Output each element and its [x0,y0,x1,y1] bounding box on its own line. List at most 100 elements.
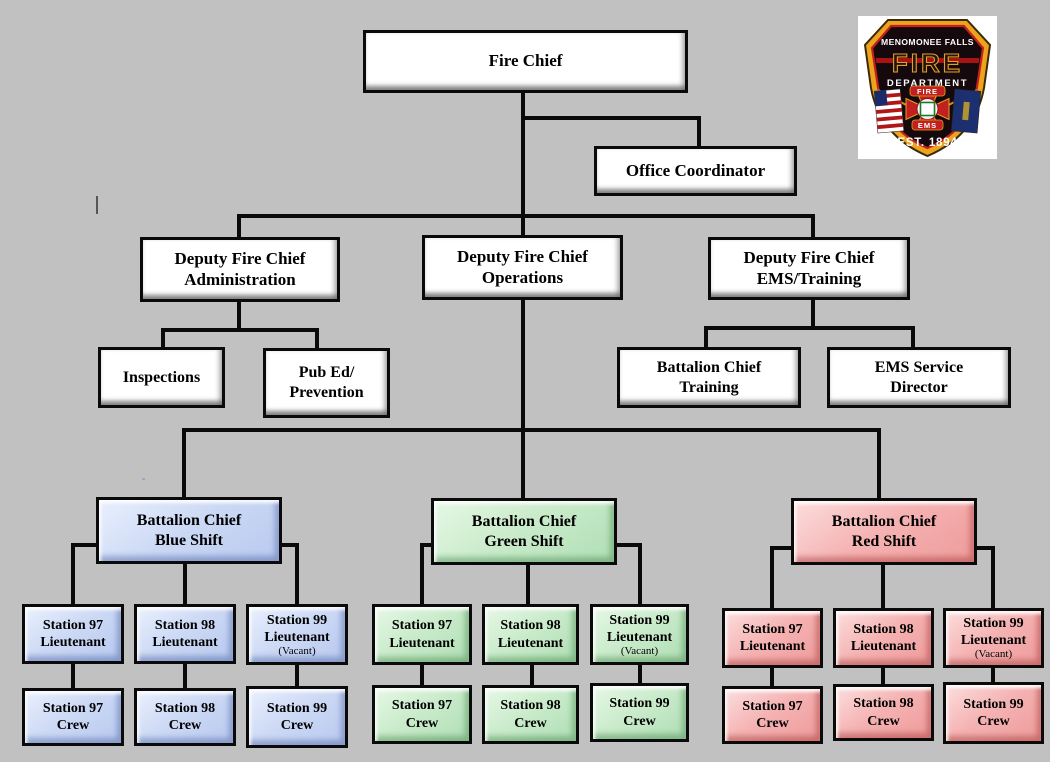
node-label-line: Battalion Chief [471,512,577,530]
node-label-line: Blue Shift [154,531,223,549]
connector-deputies-horizontal [237,214,815,218]
node-label-line: Crew [56,718,90,733]
node-blue-station-97-crew: Station 97 Crew [22,688,124,746]
connector-training-drop [704,330,708,348]
connector-blue-lt99-drop [295,543,299,605]
node-green-station-98-crew: Station 98 Crew [482,685,579,744]
node-label-line: Station 98 [853,621,914,637]
vacancy-note: (Vacant) [974,648,1013,661]
node-battalion-chief-training: Battalion Chief Training [617,347,801,408]
badge-fire-text: FIRE [892,48,963,78]
fire-department-shield-icon: MENOMONEE FALLS FIRE DEPARTMENT [863,19,992,158]
node-label-line: EMS Service [874,358,964,376]
node-label: Inspections [122,368,201,386]
node-label-line: Crew [405,715,439,731]
node-label-line: Station 97 [42,700,104,716]
node-label-line: Crew [514,715,547,731]
connector-blue-lt97-drop [71,543,75,605]
vacancy-note: (Vacant) [278,644,316,657]
node-label-line: Battalion Chief [656,358,762,376]
connector-blue-crew99-drop [295,662,299,687]
node-red-station-98-crew: Station 98 Crew [833,684,934,741]
node-label-line: Crew [756,716,789,731]
wisconsin-flag-icon [950,88,982,134]
node-label-line: Station 98 [853,696,914,712]
connector-ems-units-horizontal [704,326,915,330]
node-battalion-chief-green-shift: Battalion Chief Green Shift [431,498,617,565]
badge-cross-bottom-text: EMS [918,121,937,130]
node-label-line: EMS/Training [756,268,862,288]
node-label-line: Station 99 [963,696,1024,712]
connector-red-crew97-drop [770,666,774,687]
node-label-line: Green Shift [484,532,564,550]
badge-department-text: DEPARTMENT [887,78,968,89]
node-label-line: Station 98 [154,617,216,633]
connector-director-drop [911,330,915,348]
connector-admin-units-horizontal [161,328,319,332]
node-label-line: Station 97 [391,698,453,714]
node-label-line: Lieutenant [739,639,806,654]
node-label-line: Battalion Chief [831,512,937,530]
node-battalion-chief-red-shift: Battalion Chief Red Shift [791,498,977,565]
node-label-line: Battalion Chief [136,511,242,529]
node-pub-ed-prevention: Pub Ed/ Prevention [263,348,390,418]
node-green-station-98-lieutenant: Station 98 Lieutenant [482,604,579,665]
node-ems-service-director: EMS Service Director [827,347,1011,408]
node-label-line: Deputy Fire Chief [457,246,588,266]
node-label-line: Crew [977,714,1010,729]
node-battalion-chief-blue-shift: Battalion Chief Blue Shift [96,497,282,564]
node-blue-station-99-crew: Station 99 Crew [246,686,348,748]
node-label-line: Station 99 [266,700,328,716]
node-deputy-administration: Deputy Fire Chief Administration [140,237,340,302]
node-label-line: Lieutenant [264,629,330,645]
node-label-line: Pub Ed/ [298,364,355,382]
badge-banner-bottom [911,119,944,131]
node-label-line: Deputy Fire Chief [743,247,875,267]
badge-stripe [876,58,979,63]
connector-office-drop [697,116,701,146]
node-label-line: Station 99 [609,612,670,628]
node-label: Fire Chief [488,51,563,71]
node-label-line: Lieutenant [606,629,673,645]
node-label-line: Training [679,378,739,396]
node-blue-station-98-lieutenant: Station 98 Lieutenant [134,604,236,664]
vacancy-note: (Vacant) [620,644,659,657]
node-label-line: Prevention [289,384,364,401]
connector-green-crew99-drop [638,663,642,684]
scan-artifact-tick [96,196,98,214]
node-label-line: Station 97 [742,698,803,714]
node-label-line: Deputy Fire Chief [174,248,306,268]
department-badge: MENOMONEE FALLS FIRE DEPARTMENT [858,16,997,159]
scan-artifact-dot [142,478,145,480]
node-label-line: Lieutenant [960,633,1027,649]
connector-chief-to-operations [521,93,525,235]
node-red-station-99-crew: Station 99 Crew [943,682,1044,744]
connector-ems-stem [811,300,815,328]
connector-green-lt97-stub [420,543,434,547]
connector-red-lt97-drop [770,546,774,608]
node-label-line: Lieutenant [497,635,564,651]
node-label-line: Station 99 [609,696,670,712]
node-green-station-97-crew: Station 97 Crew [372,685,472,744]
node-inspections: Inspections [98,347,225,408]
connector-admin-stem [237,302,241,330]
connector-green-lt99-stub [614,543,642,547]
node-fire-chief: Fire Chief [363,30,688,93]
badge-city-text: MENOMONEE FALLS [881,37,974,47]
node-label-line: Crew [280,718,314,733]
node-label-line: Station 98 [154,700,216,716]
connector-red-lt97-stub [770,546,794,550]
connector-ems-drop [811,218,815,238]
node-label-line: Administration [184,269,296,289]
node-red-station-98-lieutenant: Station 98 Lieutenant [833,608,934,668]
badge-established-text: EST. 1894 [897,137,957,149]
node-label-line: Crew [867,713,900,729]
connector-red-drop [877,432,881,499]
connector-pubed-drop [315,332,319,349]
node-red-station-99-lieutenant: Station 99 Lieutenant (Vacant) [943,608,1044,668]
node-deputy-operations: Deputy Fire Chief Operations [422,235,623,300]
node-green-station-99-lieutenant: Station 99 Lieutenant (Vacant) [590,604,689,665]
badge-cross-top-text: FIRE [917,87,938,96]
connector-inspections-drop [161,332,165,348]
connector-red-lt99-stub [973,546,995,550]
